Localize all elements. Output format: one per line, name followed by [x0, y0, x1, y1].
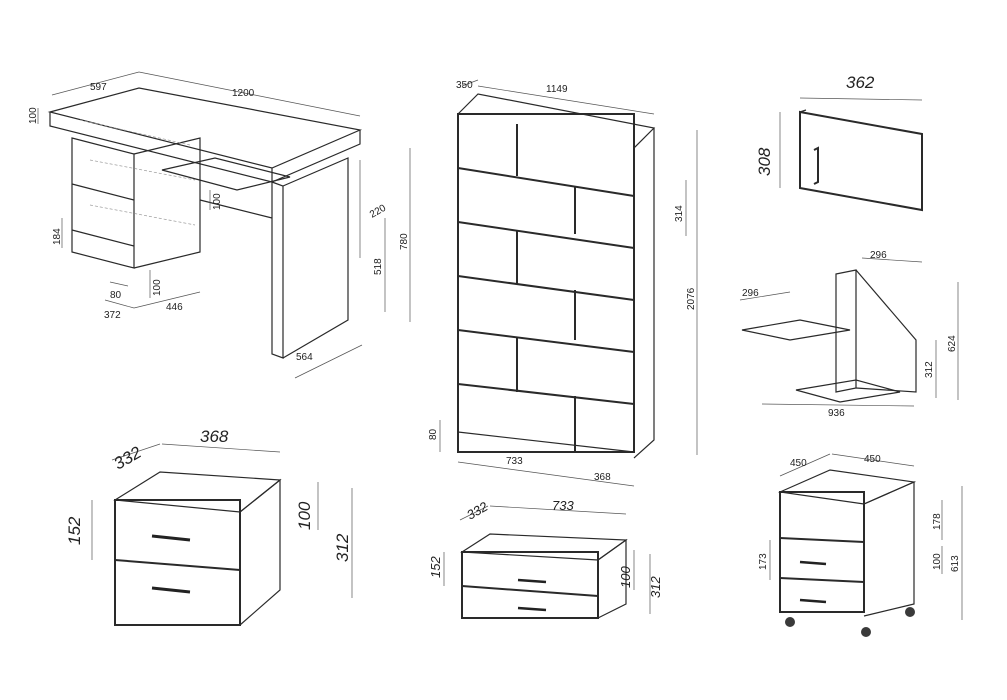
desk-top: [47, 87, 363, 169]
shelf-right-depth-label: 296: [870, 250, 887, 261]
wall-shelf-drawing: 296 296 624 312 936: [739, 250, 959, 419]
drawer-unit-front: [114, 499, 241, 626]
shelf-width-label: 936: [828, 408, 845, 419]
drawer-unit-width-label: 368: [200, 427, 229, 446]
pedestal-front: [779, 491, 865, 613]
bookcase-plinth-label: 80: [428, 428, 439, 440]
bookcase-shelf-gap-label: 314: [674, 205, 685, 222]
bookcase-front-frame: [457, 113, 635, 453]
desk-drawer-unit: [71, 137, 135, 269]
bookcase-drawing: 350 1149 314 2076 80 733 368: [428, 79, 698, 487]
pedestal-height-label: 613: [950, 555, 961, 572]
desk-drawing: 597 1200 100 184 100 220 518 780 372 446…: [28, 71, 411, 379]
desk-height-label: 780: [399, 233, 410, 250]
drawer-unit-inner-height-label: 100: [295, 501, 314, 530]
pedestal-top-gap-label: 178: [932, 513, 943, 530]
door-panel: [799, 110, 923, 212]
low-box-depth-label: 332: [464, 498, 491, 522]
low-box-width-label: 733: [552, 498, 574, 513]
pedestal-depth-label: 450: [790, 458, 807, 469]
two-drawer-unit-drawing: 332 368 152 100 312: [65, 427, 353, 626]
desk-depth-label: 597: [90, 82, 107, 93]
desk-width-label: 1200: [232, 88, 255, 99]
pedestal-width-label: 450: [864, 454, 881, 465]
low-box-inner-height-label: 100: [618, 566, 633, 588]
pedestal-drawer-height-label: 173: [758, 553, 769, 570]
desk-top-thickness-label: 100: [28, 107, 39, 124]
pedestal-drawing: 450 450 178 100 613 173: [758, 453, 963, 637]
pedestal-inner-height-label: 100: [932, 553, 943, 570]
desk-leg-depth-label: 564: [296, 352, 313, 363]
desk-drawer-height-label: 184: [52, 228, 63, 245]
door-drawing: 362 308: [755, 73, 923, 212]
bookcase-width-label: 1149: [546, 84, 568, 95]
bookcase-depth-label: 350: [456, 80, 473, 91]
shelf-inner-label: 312: [924, 361, 935, 378]
desk-foot-label: 80: [110, 290, 122, 301]
low-box-front: [461, 551, 599, 619]
low-box-front-height-label: 152: [428, 556, 443, 578]
bookcase-lower-width-label: 733: [506, 456, 523, 467]
desk-gap-label: 100: [212, 193, 223, 210]
door-width-label: 362: [846, 73, 875, 92]
desk-leg-panel: [271, 181, 284, 359]
door-height-label: 308: [755, 147, 774, 176]
desk-inner-depth-label: 220: [368, 203, 388, 221]
bookcase-height-label: 2076: [686, 287, 697, 310]
drawer-unit-height-label: 312: [333, 533, 352, 562]
drawer-unit-front-height-label: 152: [65, 516, 84, 545]
desk-height-518-label: 518: [373, 258, 384, 275]
bookcase-right-width-label: 368: [594, 472, 611, 483]
low-box-height-label: 312: [648, 576, 663, 598]
desk-base-depth-label: 446: [166, 302, 183, 313]
desk-base-width-label: 372: [104, 310, 121, 321]
low-drawer-box-drawing: 332 733 152 100 312: [428, 498, 663, 619]
shelf-height-label: 624: [947, 335, 958, 352]
drawer-unit-depth-label: 332: [111, 443, 146, 474]
shelf-left-depth-label: 296: [742, 288, 759, 299]
desk-foot-height-label: 100: [152, 279, 163, 296]
